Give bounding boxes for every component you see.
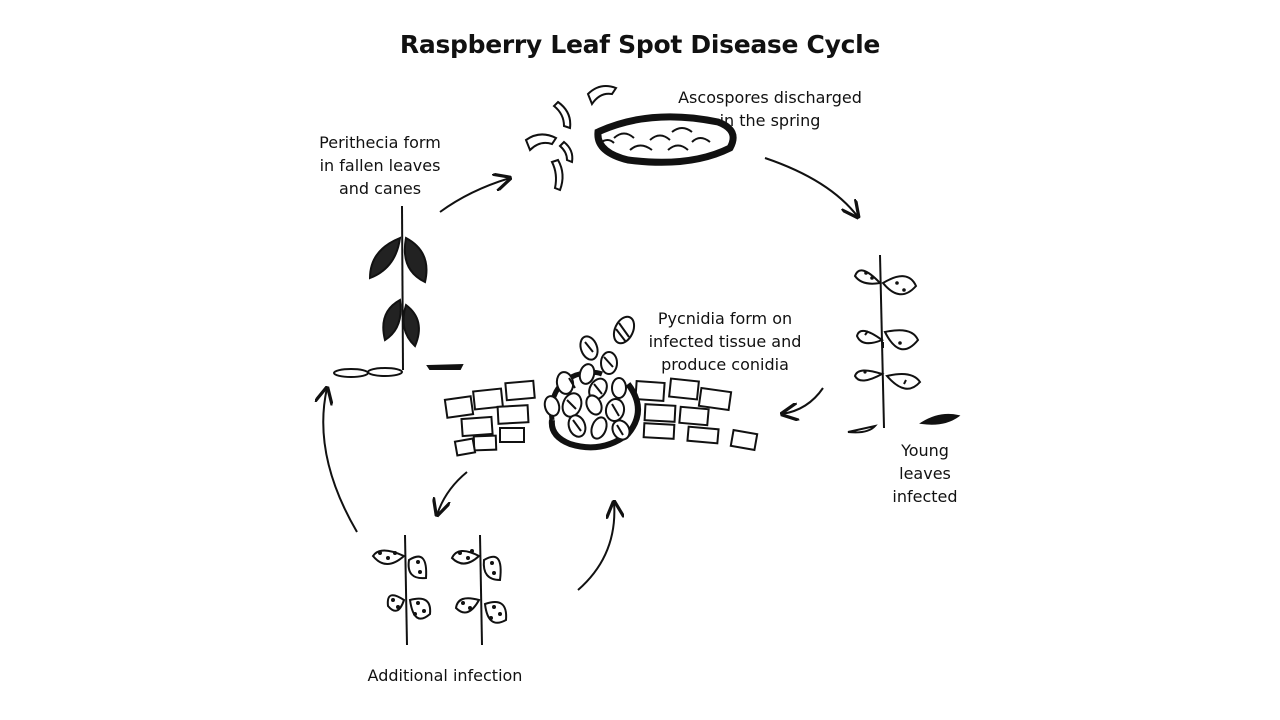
arrow-additional-to-perithecia (323, 388, 358, 533)
conidia-icons (543, 315, 636, 441)
perithecium-icon (594, 113, 737, 166)
young-leaves-label: Young leaves infected (892, 441, 958, 506)
infected-tissue-icon (443, 377, 759, 457)
additional-infection-plants-icon (371, 534, 508, 646)
arrow-perithecia-to-ascospores (439, 178, 510, 213)
ascospore-icons (524, 85, 618, 192)
pycnidia-label: Pycnidia form on infected tissue and pro… (648, 309, 802, 374)
additional-infection-label: Additional infection (367, 666, 523, 685)
young-leaves-plant-icon (847, 254, 961, 434)
perithecia-label: Perithecia form in fallen leaves and can… (319, 133, 441, 198)
arrow-pycnidia-to-additional (437, 471, 468, 515)
arrow-young-leaves-to-pycnidia (782, 387, 824, 414)
arrow-additional-to-pycnidia (577, 502, 614, 591)
young-leaf-spots (863, 271, 906, 374)
diagram-title: Raspberry Leaf Spot Disease Cycle (399, 30, 881, 59)
cycle-arrows (323, 157, 858, 591)
ascospores-label: Ascospores discharged in the spring (678, 88, 862, 130)
perithecia-plant-icon (333, 205, 464, 378)
additional-infection-spots (378, 549, 502, 620)
arrow-ascospores-to-young-leaves (764, 157, 858, 217)
